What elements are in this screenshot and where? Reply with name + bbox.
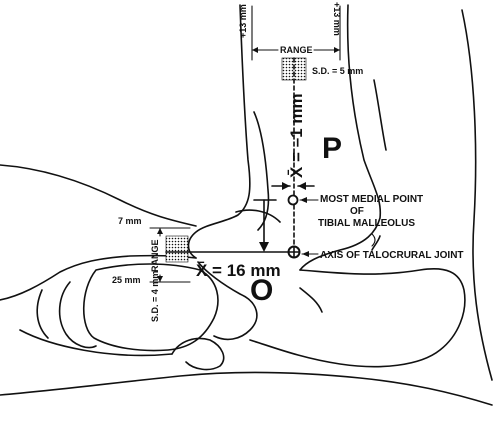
horizontal-mean-label: X̄ = 16 mm [196,261,281,280]
left-25mm-label: 25 mm [112,275,141,285]
vertical-mean-label: X̄ = –1 mm [287,93,306,178]
left-range-label: RANGE [150,239,160,272]
mean-offset-markers [253,182,315,252]
medial-point-line2: OF [350,206,364,217]
callout-leaders [299,197,376,257]
top-range-label: RANGE [280,45,313,55]
letter-p: P [322,132,342,165]
medial-point-line1: MOST MEDIAL POINT [320,194,423,205]
top-sd-label: S.D. = 5 mm [312,66,363,76]
medial-malleolus-point [287,194,299,206]
left-sd-label: S.D. = 4 mm [150,271,160,322]
top-right-mm-label: +13 mm [332,2,342,36]
axis-talocrural-label: AXIS OF TALOCRURAL JOINT [320,250,464,261]
left-sd-band [165,235,189,263]
foot-outline [0,4,493,406]
top-range-indicator [251,5,341,251]
key-points [287,194,301,259]
top-left-mm-label: +13 mm [238,4,248,38]
letter-o: O [250,274,273,307]
medial-point-line3: TIBIAL MALLEOLUS [318,218,415,229]
left-range-indicator [149,227,295,283]
left-7mm-label: 7 mm [118,216,142,226]
